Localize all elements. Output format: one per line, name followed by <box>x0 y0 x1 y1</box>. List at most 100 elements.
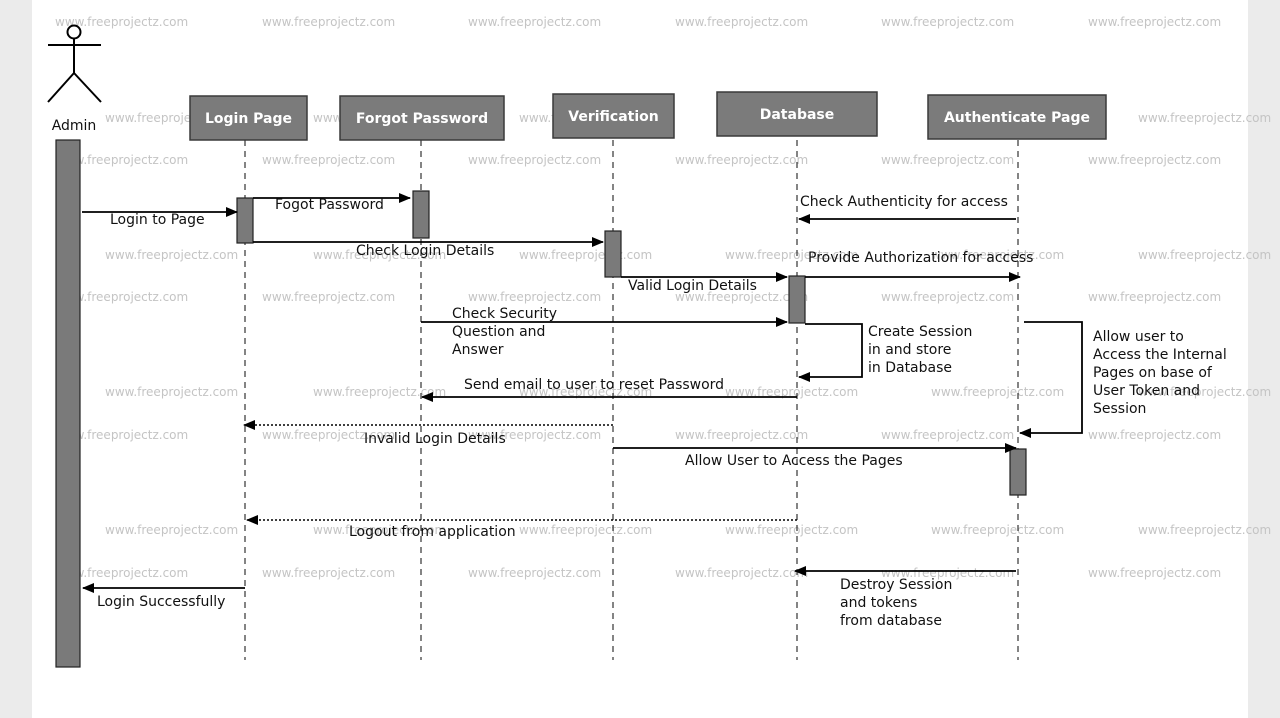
watermark-text: www.freeprojectz.com <box>105 248 238 262</box>
watermark-text: www.freeprojectz.com <box>313 523 446 537</box>
watermark-text: www.freeprojectz.com <box>519 385 652 399</box>
watermark-text: www.freeprojectz.com <box>931 385 1064 399</box>
message-invalid-login-details: Invalid Login Details <box>243 420 613 447</box>
watermark-text: www.freeprojectz.com <box>519 523 652 537</box>
message-label: Pages on base of <box>1093 365 1213 381</box>
message-label: Login to Page <box>110 212 205 228</box>
message-fogot-password: Fogot Password <box>253 193 411 213</box>
message-allow-user-to-access-the-pages: Allow User to Access the Pages <box>613 443 1017 469</box>
watermark-text: www.freeprojectz.com <box>725 248 858 262</box>
actor-icon <box>47 39 102 103</box>
message-label: and tokens <box>840 595 917 611</box>
message-valid-login-details: Valid Login Details <box>621 272 788 294</box>
message-label: Destroy Session <box>840 577 952 593</box>
watermark-text: www.freeprojectz.com <box>468 153 601 167</box>
activation-login <box>236 197 254 244</box>
watermark-text: www.freeprojectz.com <box>675 15 808 29</box>
watermark-text: www.freeprojectz.com <box>262 15 395 29</box>
message-login-to-page: Login to Page <box>82 207 238 228</box>
message-label: Provide Authorization for access <box>808 250 1033 266</box>
watermark-text: www.freeprojectz.com <box>725 523 858 537</box>
watermark-text: www.freeprojectz.com <box>931 248 1064 262</box>
watermark-text: www.freeprojectz.com <box>55 15 188 29</box>
watermark-text: www.freeprojectz.com <box>1138 385 1271 399</box>
watermark-text: www.freeprojectz.com <box>675 290 808 304</box>
activation-forgot <box>412 190 430 239</box>
watermark-text: www.freeprojectz.com <box>931 523 1064 537</box>
activation-bars <box>55 139 1027 668</box>
actor-head <box>66 24 82 40</box>
message-label: Logout from application <box>349 524 516 540</box>
message-label: Allow User to Access the Pages <box>685 453 903 469</box>
participant-box <box>189 95 308 141</box>
participant-label: Verification <box>568 109 658 125</box>
participant-box <box>552 93 675 139</box>
message-label: Valid Login Details <box>628 278 757 294</box>
message-label: Session <box>1093 401 1146 417</box>
message-label: Answer <box>452 342 504 358</box>
message-logout-from-application: Logout from application <box>246 515 797 540</box>
watermark-text: www.freeprojectz.com <box>1088 153 1221 167</box>
watermark-text: www.freeprojectz.com <box>55 428 188 442</box>
message-label: Access the Internal <box>1093 347 1227 363</box>
watermark-text: www.freeprojectz.com <box>881 15 1014 29</box>
watermark-text: www.freeprojectz.com <box>1138 111 1271 125</box>
watermark-text: www.freeprojectz.com <box>262 566 395 580</box>
participant-label: Login Page <box>205 111 292 127</box>
watermark-text: www.freeprojectz.com <box>468 428 601 442</box>
watermark-text: www.freeprojectz.com <box>262 290 395 304</box>
participant-database: Database <box>716 91 878 137</box>
message-label: Question and <box>452 324 545 340</box>
participant-label: Database <box>760 107 835 123</box>
watermark-text: www.freeprojectz.com <box>1088 428 1221 442</box>
watermark-text: www.freeprojectz.com <box>468 15 601 29</box>
watermark-text: www.freeprojectz.com <box>881 428 1014 442</box>
participant-login-page: Login Page <box>189 95 308 141</box>
participant-verification: Verification <box>552 93 675 139</box>
message-label: Allow user to <box>1093 329 1184 345</box>
activation-auth <box>1009 448 1027 496</box>
watermark-text: www.freeprojectz.com <box>313 385 446 399</box>
watermark-text: www.freeprojectz.com <box>675 153 808 167</box>
watermark-text: www.freeprojectz.com <box>1088 15 1221 29</box>
participant-headers: Login Page Forgot Password Verification Dat… <box>189 91 1107 141</box>
message-label: Send email to user to reset Password <box>464 377 724 393</box>
activation-db <box>788 275 806 324</box>
watermark-text: www.freeprojectz.com <box>55 566 188 580</box>
participant-label: Forgot Password <box>356 111 488 127</box>
message-label: Check Authenticity for access <box>800 194 1008 210</box>
participant-box <box>927 94 1107 140</box>
message-label: Invalid Login Details <box>364 431 506 447</box>
message-label: in and store <box>868 342 951 358</box>
participant-authenticate-page: Authenticate Page <box>927 94 1107 140</box>
message-label: Create Session <box>868 324 972 340</box>
participant-box <box>716 91 878 137</box>
watermark-text: www.freeprojectz.com <box>468 566 601 580</box>
participant-box <box>339 95 505 141</box>
watermark-text: www.freeprojectz.com <box>1088 290 1221 304</box>
watermark-text: www.freeprojectz.com <box>105 523 238 537</box>
message-destroy-session: Destroy Session and tokens from database <box>794 566 1016 629</box>
watermark-text: www.freeprojectz.com <box>105 385 238 399</box>
watermark-text: www.freeprojectz.com <box>55 290 188 304</box>
message-label: from database <box>840 613 942 629</box>
message-label: Login Successfully <box>97 594 225 610</box>
watermark-text: www.freeprojectz.com <box>55 153 188 167</box>
message-label: Check Security <box>452 306 557 322</box>
message-create-session: Create Session in and store in Database <box>798 323 972 382</box>
message-label: User Token and <box>1093 383 1200 399</box>
message-send-email-to-user-to-reset-password: Send email to user to reset Password <box>421 377 797 402</box>
watermark-text: www.freeprojectz.com <box>675 428 808 442</box>
actor-label: Admin <box>52 118 97 134</box>
participant-label: Authenticate Page <box>944 110 1090 126</box>
watermark-text: www.freeprojectz.com <box>675 566 808 580</box>
watermark-text: www.freeprojectz.com <box>1138 248 1271 262</box>
watermark-text: www.freeprojectz.com <box>313 248 446 262</box>
message-arrow <box>798 323 863 382</box>
watermark-text: www.freeprojectz.com <box>1088 566 1221 580</box>
message-label: in Database <box>868 360 952 376</box>
message-check-login-details: Check Login Details <box>253 237 604 259</box>
